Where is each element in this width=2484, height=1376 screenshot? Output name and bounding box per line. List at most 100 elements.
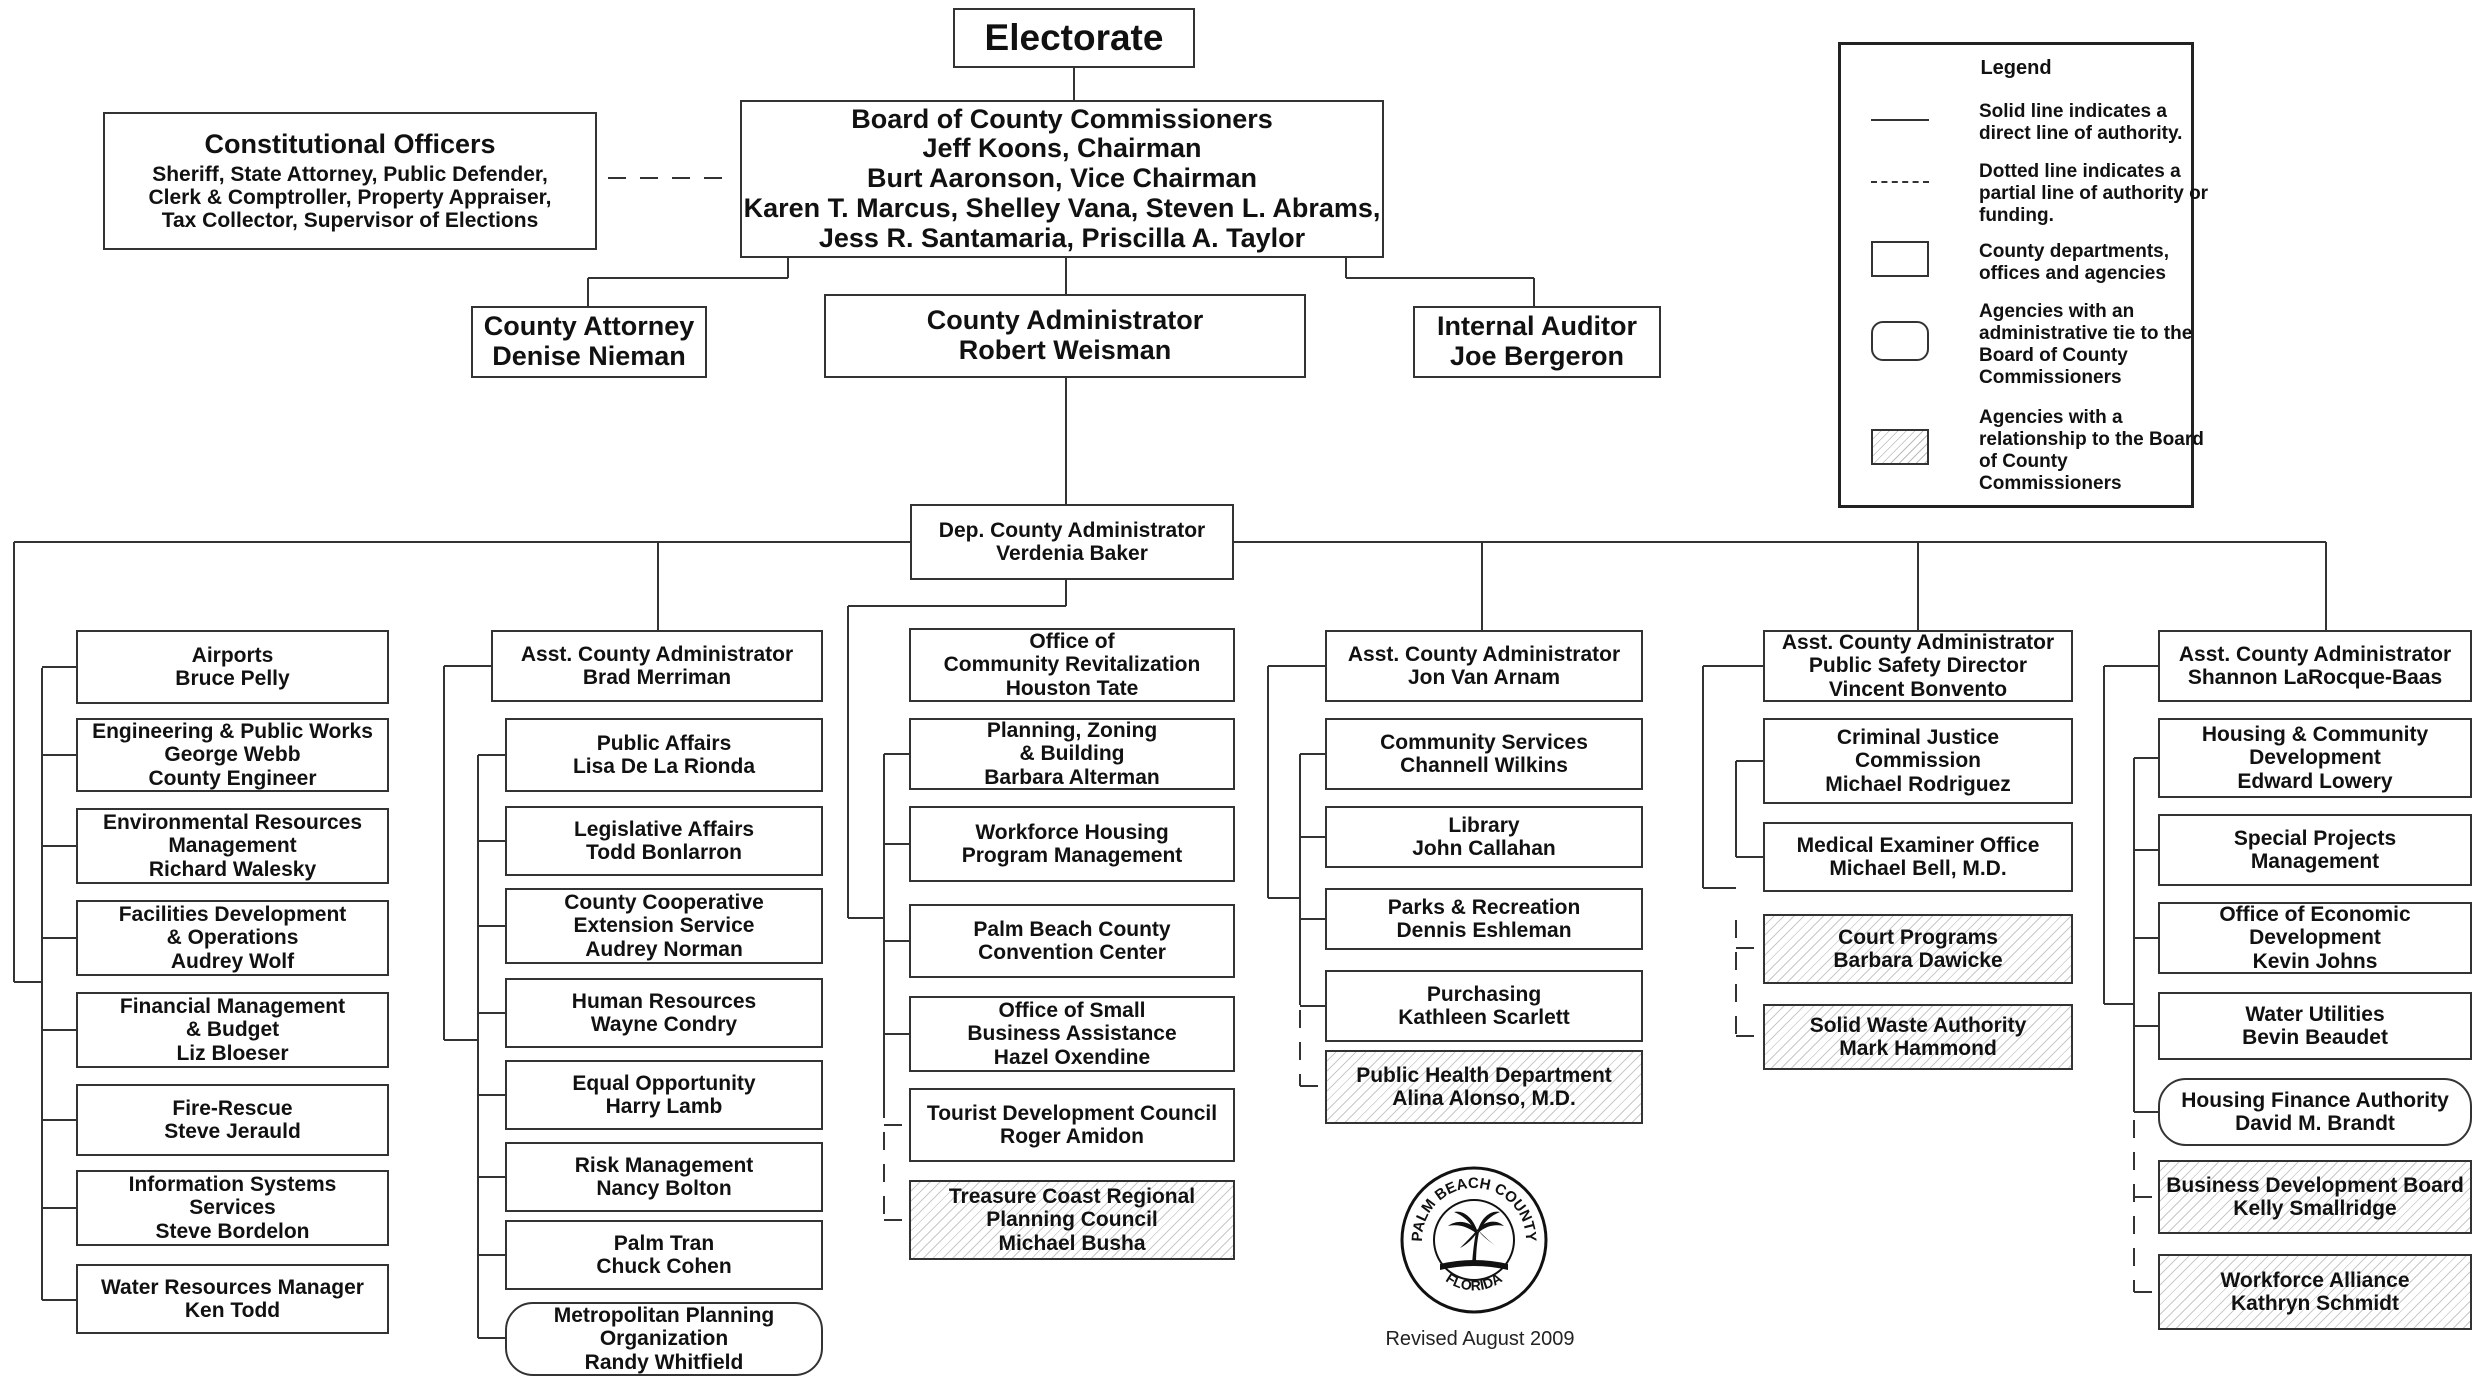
col3-box-3-line-1: Palm Beach County: [973, 917, 1171, 941]
col6-box-5-line-1: Housing Finance Authority: [2181, 1088, 2449, 1112]
col2-box-3-line-2: Extension Service: [573, 914, 755, 938]
col2-box-1-line-2: Lisa De La Rionda: [572, 755, 756, 778]
col4-box-4-line-2: Kathleen Scarlett: [1398, 1006, 1570, 1029]
constitutional-officers-box-line-1: Sheriff, State Attorney, Public Defender…: [152, 162, 548, 186]
col6-box-4-line-2: Bevin Beaudet: [2242, 1026, 2388, 1049]
col3-box-6-line-2: Planning Council: [986, 1208, 1158, 1232]
col5-box-3-line-1: Court Programs: [1838, 925, 1998, 949]
col2-box-8-line-3: Randy Whitfield: [584, 1350, 744, 1374]
col3-box-1-line-2: & Building: [1019, 742, 1125, 766]
col2-head-box-line-2: Brad Merriman: [582, 666, 732, 689]
col4-box-1-line-2: Channell Wilkins: [1400, 754, 1568, 777]
col3-head-box-line-2: Community Revitalization: [943, 653, 1201, 677]
col4-box-2-line-2: John Callahan: [1412, 837, 1556, 860]
col6-box-6-line-1: Business Development Board: [2166, 1173, 2464, 1197]
col2-box-7-line-2: Chuck Cohen: [596, 1255, 732, 1278]
legend-solid-line: Solid line indicates a direct line of au…: [1871, 97, 2187, 157]
constitutional-officers-title: Constitutional Officers: [204, 129, 496, 160]
deputy-administrator-box-line-2: Verdenia Baker: [996, 542, 1148, 565]
constitutional-officers-box-line-3: Tax Collector, Supervisor of Elections: [161, 208, 539, 232]
col6-box-7-line-1: Workforce Alliance: [2220, 1268, 2410, 1292]
col4-box-3-line-1: Parks & Recreation: [1387, 895, 1581, 919]
col4-box-5-line-2: Alina Alonso, M.D.: [1392, 1087, 1576, 1110]
col5-box-1-line-2: Commission: [1854, 749, 1982, 773]
col3-head-box-line-1: Office of: [1029, 630, 1115, 654]
col4-box-5-line-1: Public Health Department: [1356, 1063, 1612, 1087]
col2-box-2-line-1: Legislative Affairs: [573, 817, 755, 841]
county-attorney-box-line-1: County Attorney: [483, 311, 695, 342]
col1-box-8-line-2: Ken Todd: [184, 1299, 281, 1322]
deputy-administrator-box-line-1: Dep. County Administrator: [938, 518, 1206, 542]
legend-round-text: Agencies with an administrative tie to t…: [1979, 301, 2193, 388]
palm-beach-county-seal: PALM BEACH COUNTY FLORIDA: [1400, 1166, 1548, 1314]
col5-box-2-line-1: Medical Examiner Office: [1796, 833, 2040, 857]
legend-rect-swatch: [1871, 241, 1929, 277]
board-of-commissioners-box-line-4: Karen T. Marcus, Shelley Vana, Steven L.…: [743, 192, 1381, 223]
col2-box-3-line-1: County Cooperative: [564, 891, 764, 915]
col2-box-5-line-1: Equal Opportunity: [572, 1071, 756, 1095]
col5-box-1-line-1: Criminal Justice: [1836, 726, 2000, 750]
col5-box-2-line-2: Michael Bell, M.D.: [1829, 857, 2007, 880]
col1-box-7-line-1: Information Systems: [128, 1173, 337, 1197]
legend-solid-swatch: [1871, 119, 1929, 121]
col3-box-6-line-3: Michael Busha: [998, 1231, 1146, 1255]
col1-box-4-line-2: & Operations: [166, 926, 299, 950]
col2-box-1-line-1: Public Affairs: [596, 731, 732, 755]
legend: Legend Solid line indicates a direct lin…: [1838, 42, 2208, 508]
legend-round: Agencies with an administrative tie to t…: [1871, 297, 2192, 397]
col6-head-box-line-2: Shannon LaRocque-Baas: [2187, 666, 2443, 689]
col4-box-4-line-1: Purchasing: [1426, 982, 1542, 1006]
legend-hatch-swatch: [1871, 429, 1929, 465]
col4-box-2-line-1: Library: [1448, 813, 1520, 837]
col5-box-4-line-2: Mark Hammond: [1839, 1037, 1997, 1060]
electorate-box: Electorate: [953, 8, 1195, 68]
col5-box-3-line-2: Barbara Dawicke: [1833, 949, 2003, 972]
legend-dotted-swatch: [1871, 181, 1929, 183]
col3-box-1-line-3: Barbara Alterman: [984, 765, 1160, 789]
legend-rect-text: County departments, offices and agencies: [1979, 241, 2170, 284]
col1-box-1-line-1: Airports: [191, 643, 274, 667]
col3-box-4-line-3: Hazel Oxendine: [993, 1045, 1151, 1069]
col3-box-1-line-1: Planning, Zoning: [986, 719, 1158, 743]
col3-box-2-line-1: Workforce Housing: [975, 820, 1169, 844]
col5-head-box-line-1: Asst. County Administrator: [1781, 631, 2055, 655]
col6-box-6-line-2: Kelly Smallridge: [2233, 1197, 2397, 1220]
col1-box-7-line-3: Steve Bordelon: [155, 1219, 310, 1243]
legend-title: Legend: [1980, 57, 2052, 79]
col2-box-4-line-2: Wayne Condry: [590, 1013, 738, 1036]
col1-box-2-line-1: Engineering & Public Works: [92, 720, 373, 744]
col1-box-4-line-3: Audrey Wolf: [170, 949, 295, 973]
col1-box-3-line-1: Environmental Resources: [102, 811, 363, 835]
col2-box-7-line-1: Palm Tran: [613, 1231, 715, 1255]
col2-box-3-line-3: Audrey Norman: [585, 937, 743, 961]
col1-box-1-line-2: Bruce Pelly: [175, 667, 290, 690]
county-attorney-box-line-2: Denise Nieman: [492, 341, 686, 371]
col1-box-7-line-2: Services: [189, 1196, 276, 1220]
col3-box-4-line-1: Office of Small: [998, 999, 1146, 1023]
col3-box-2-line-2: Program Management: [961, 844, 1183, 867]
col6-box-7-line-2: Kathryn Schmidt: [2230, 1292, 2400, 1315]
